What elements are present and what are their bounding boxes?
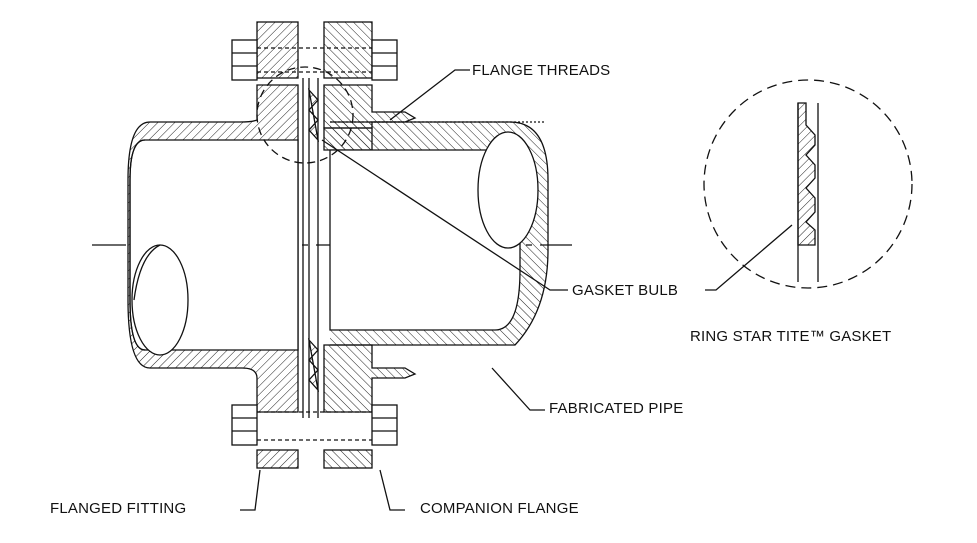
label-fabricated-pipe: FABRICATED PIPE — [549, 400, 684, 417]
leader-gasket-bulb — [321, 139, 568, 291]
gasket — [302, 78, 320, 418]
detail-callout-circle — [256, 66, 354, 164]
leader-companion-flange — [379, 469, 405, 511]
leader-flanged-fitting — [240, 469, 261, 511]
label-ring-star-tite-gasket: RING STAR TITE™ GASKET — [690, 328, 892, 345]
leader-flange-threads — [389, 69, 470, 121]
left-pipe-opening — [131, 244, 189, 356]
bolt-top — [231, 39, 398, 81]
label-gasket-bulb: GASKET BULB — [572, 282, 679, 299]
flanged-fitting-plate — [256, 21, 299, 79]
label-flange-threads: FLANGE THREADS — [472, 62, 611, 79]
leader-fabricated-pipe — [491, 367, 545, 411]
bolt-bottom — [231, 404, 398, 446]
gasket-detail-view — [703, 79, 913, 291]
label-flanged-fitting: FLANGED FITTING — [50, 500, 187, 517]
companion-flange-plate — [323, 21, 373, 79]
fabricated-pipe — [329, 121, 549, 346]
label-companion-flange: COMPANION FLANGE — [420, 500, 579, 517]
